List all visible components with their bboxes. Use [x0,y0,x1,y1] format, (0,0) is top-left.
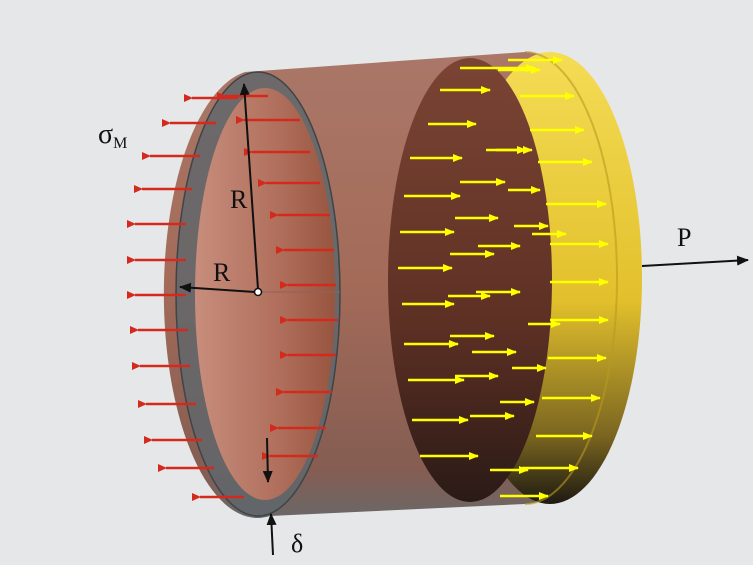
thickness-label: δ [291,529,303,558]
cylinder-shell [163,51,642,518]
radius-label-horizontal: R [213,258,231,287]
radius-horizontal-arrow [179,282,256,293]
radius-vertical-arrow [239,83,259,290]
red-stress-arrows [127,92,338,501]
sigma-symbol: σ [98,119,113,150]
labels: σM R R δ P [98,119,691,558]
end-cap-edge [524,51,618,505]
center-point [253,287,263,297]
shell-inner-surface [195,88,335,500]
yellow-arrows-front [496,56,609,500]
force-p-arrow [641,255,749,267]
end-cap-inner-face [388,58,552,502]
dimension-markers [179,83,749,556]
radius-label-axial: R [230,185,248,214]
sigma-label: σM [98,119,127,152]
thickness-arrow-bottom [266,513,277,556]
force-label: P [677,223,691,252]
thickness-arrow-top [262,437,273,483]
sigma-subscript: M [113,135,127,152]
